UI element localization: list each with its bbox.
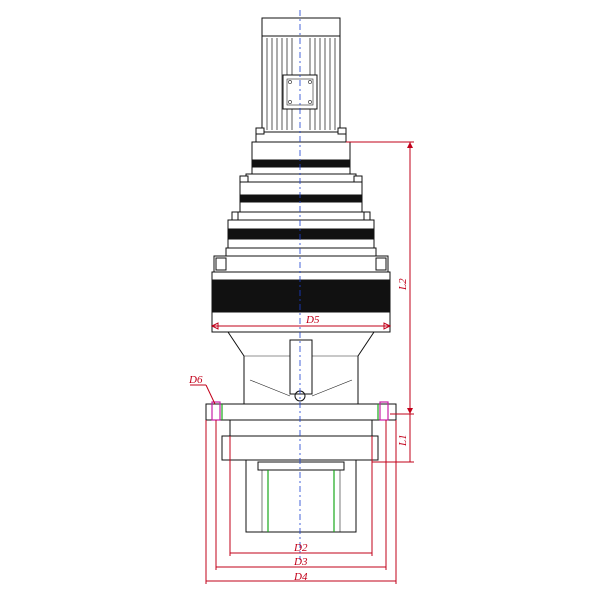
stage-1-housing bbox=[251, 141, 351, 175]
motor bbox=[255, 17, 347, 143]
mounting-flange-plate bbox=[205, 403, 397, 421]
stage-1-flange bbox=[245, 173, 357, 183]
dimension-d5: D5 bbox=[210, 314, 392, 330]
gear-stage-1 bbox=[239, 141, 363, 187]
stage-4-top-flange bbox=[213, 255, 389, 273]
motor-cooling-fins bbox=[266, 38, 336, 130]
dimension-label-l2: L2 bbox=[397, 278, 409, 291]
dimension-label-d3: D3 bbox=[293, 556, 308, 568]
gear-stage-3 bbox=[225, 219, 377, 257]
dimension-d3: D3 bbox=[215, 420, 387, 570]
dimension-label-d2: D2 bbox=[293, 542, 308, 554]
gear-stage-4 bbox=[211, 255, 391, 333]
stage-2-flange bbox=[233, 211, 369, 221]
mounting-hole-right bbox=[379, 401, 389, 421]
dimension-label-d5: D5 bbox=[305, 314, 320, 326]
dimension-d4: D4 bbox=[205, 420, 397, 584]
output-housing-upper bbox=[229, 419, 373, 437]
coupling-column bbox=[289, 339, 313, 395]
dimension-label-d6: D6 bbox=[188, 374, 203, 386]
dimension-l1: L1 bbox=[372, 414, 414, 463]
dimension-d6: D6 bbox=[188, 374, 216, 405]
stage-2-band bbox=[239, 194, 363, 203]
dimension-label-l1: L1 bbox=[397, 434, 409, 447]
mounting-flange bbox=[205, 401, 397, 421]
motor-flange bbox=[255, 131, 347, 143]
motor-top-cap bbox=[261, 17, 341, 37]
stage-4-band bbox=[211, 279, 391, 313]
dimension-label-d4: D4 bbox=[293, 571, 308, 583]
gear-stage-2 bbox=[231, 181, 371, 225]
bell-housing bbox=[227, 331, 375, 405]
output-shaft-block bbox=[245, 459, 357, 533]
stage-3-band bbox=[227, 228, 375, 240]
dimension-d2: D2 bbox=[229, 436, 373, 556]
stage-1-band bbox=[251, 159, 351, 168]
